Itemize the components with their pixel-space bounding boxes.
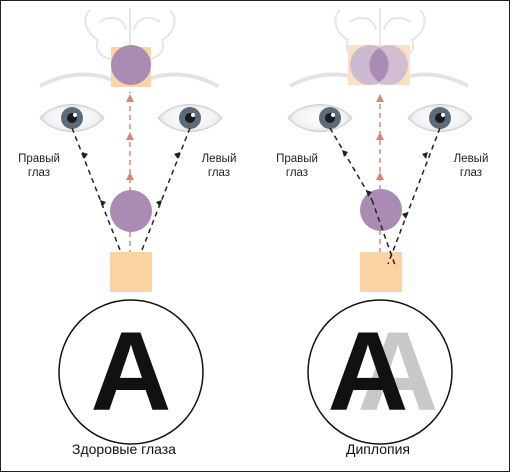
right-eye-icon — [287, 104, 353, 132]
caption-diplopia: Диплопия — [346, 441, 410, 457]
object-square — [110, 252, 152, 292]
panel-healthy — [39, 8, 223, 445]
arrow-icon — [402, 212, 408, 219]
arrow-icon — [422, 152, 428, 159]
left-brow — [138, 72, 219, 88]
arrow-icon — [126, 172, 134, 180]
brain-overlap — [369, 48, 389, 82]
arrow-icon — [376, 94, 384, 102]
arrow-icon — [126, 132, 134, 140]
right-eye-ray — [329, 127, 373, 201]
right-eye-ray — [71, 127, 121, 251]
arrow-icon — [174, 152, 180, 159]
right-brow — [39, 72, 122, 88]
arrow-icon — [100, 200, 106, 207]
arrow-icon — [126, 94, 134, 102]
arrow-icon — [376, 172, 384, 180]
object-square — [360, 252, 402, 292]
left-eye-icon — [407, 104, 473, 132]
right-eye-label-diplopia: Правый глаз — [276, 153, 318, 179]
healthy-letter: A — [91, 309, 172, 434]
right-eye-icon — [39, 104, 105, 132]
left-eye-label-diplopia: Левый глаз — [453, 153, 489, 179]
left-eye-ray — [141, 127, 191, 251]
brain-image-circle — [111, 45, 151, 85]
diplopia-letter: A — [328, 309, 409, 434]
arrow-icon — [82, 152, 88, 159]
vision-circle — [307, 299, 453, 445]
focus-circle — [110, 190, 152, 232]
left-eye-ray — [387, 127, 441, 265]
arrow-icon — [156, 200, 162, 207]
caption-healthy: Здоровые глаза — [72, 441, 176, 457]
diplopia-letter-ghost: A — [358, 309, 439, 434]
right-eye-ray-lower — [371, 199, 397, 269]
left-eye-icon — [157, 104, 223, 132]
left-eye-label-healthy: Левый глаз — [201, 153, 237, 179]
vision-circle — [58, 299, 204, 445]
arrow-icon — [342, 150, 348, 157]
arrow-icon — [366, 190, 372, 197]
right-eye-label-healthy: Правый глаз — [18, 153, 60, 179]
panel-diplopia — [287, 8, 473, 445]
focus-circle — [360, 189, 402, 231]
arrow-icon — [376, 132, 384, 140]
